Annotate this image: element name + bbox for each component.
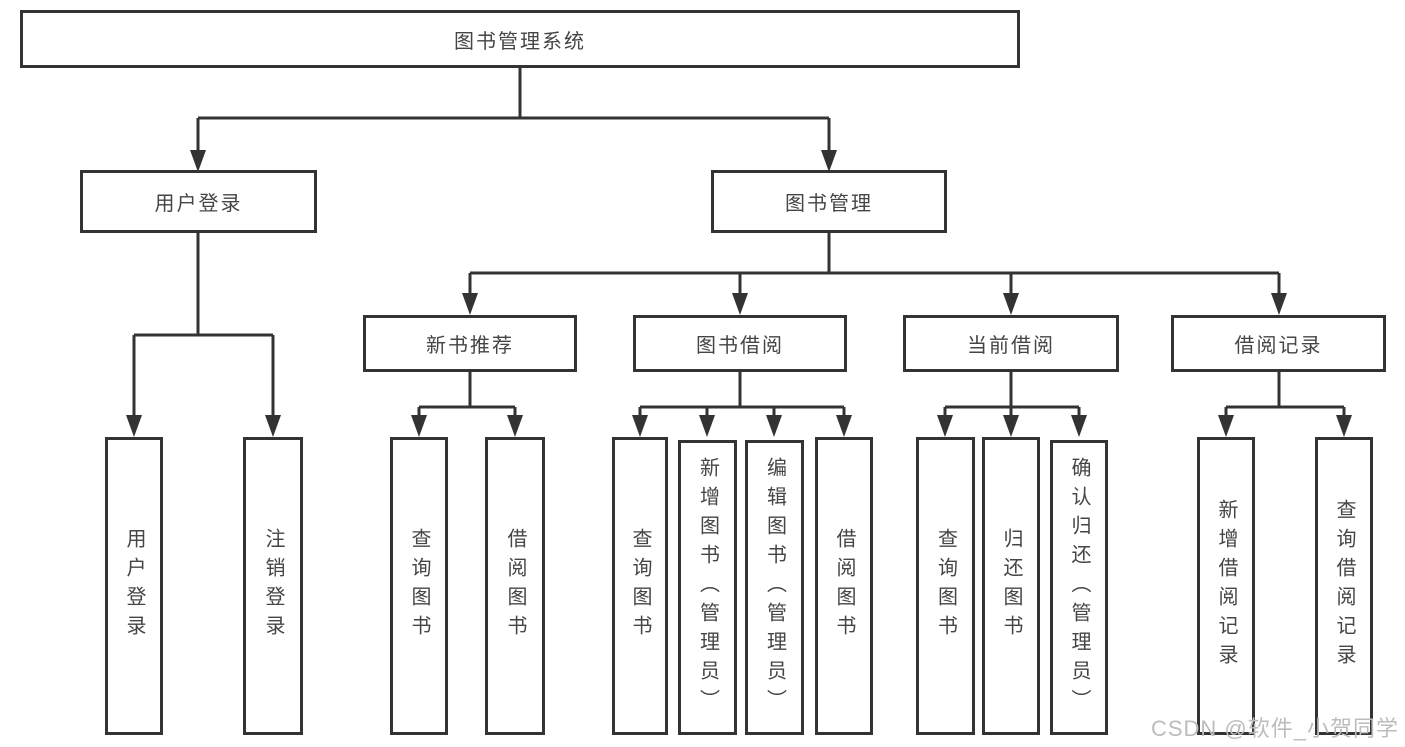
leaf-user-login: 用户登录 [105, 437, 163, 735]
node-library-management-system: 图书管理系统 [20, 10, 1020, 68]
node-user-login: 用户登录 [80, 170, 317, 233]
node-book-borrowing: 图书借阅 [633, 315, 847, 372]
leaf-query-borrow-record: 查询借阅记录 [1315, 437, 1373, 735]
leaf-edit-books-admin: 编辑图书（管理员） [745, 440, 804, 735]
leaf-add-borrow-record: 新增借阅记录 [1197, 437, 1255, 735]
leaf-borrow-books-borrowing: 借阅图书 [815, 437, 873, 735]
node-borrowing-records: 借阅记录 [1171, 315, 1386, 372]
leaf-borrow-books-recommend: 借阅图书 [485, 437, 545, 735]
leaf-query-books-current: 查询图书 [916, 437, 975, 735]
node-new-book-recommend: 新书推荐 [363, 315, 577, 372]
leaf-add-books-admin: 新增图书（管理员） [678, 440, 737, 735]
leaf-query-books-borrowing: 查询图书 [612, 437, 668, 735]
csdn-watermark: CSDN @软件_小贺同学 [1150, 716, 1399, 741]
leaf-return-books: 归还图书 [982, 437, 1040, 735]
node-book-management: 图书管理 [711, 170, 947, 233]
leaf-confirm-return-admin: 确认归还（管理员） [1050, 440, 1108, 735]
node-current-borrowing: 当前借阅 [903, 315, 1119, 372]
leaf-logout-login: 注销登录 [243, 437, 303, 735]
leaf-query-books-recommend: 查询图书 [390, 437, 448, 735]
